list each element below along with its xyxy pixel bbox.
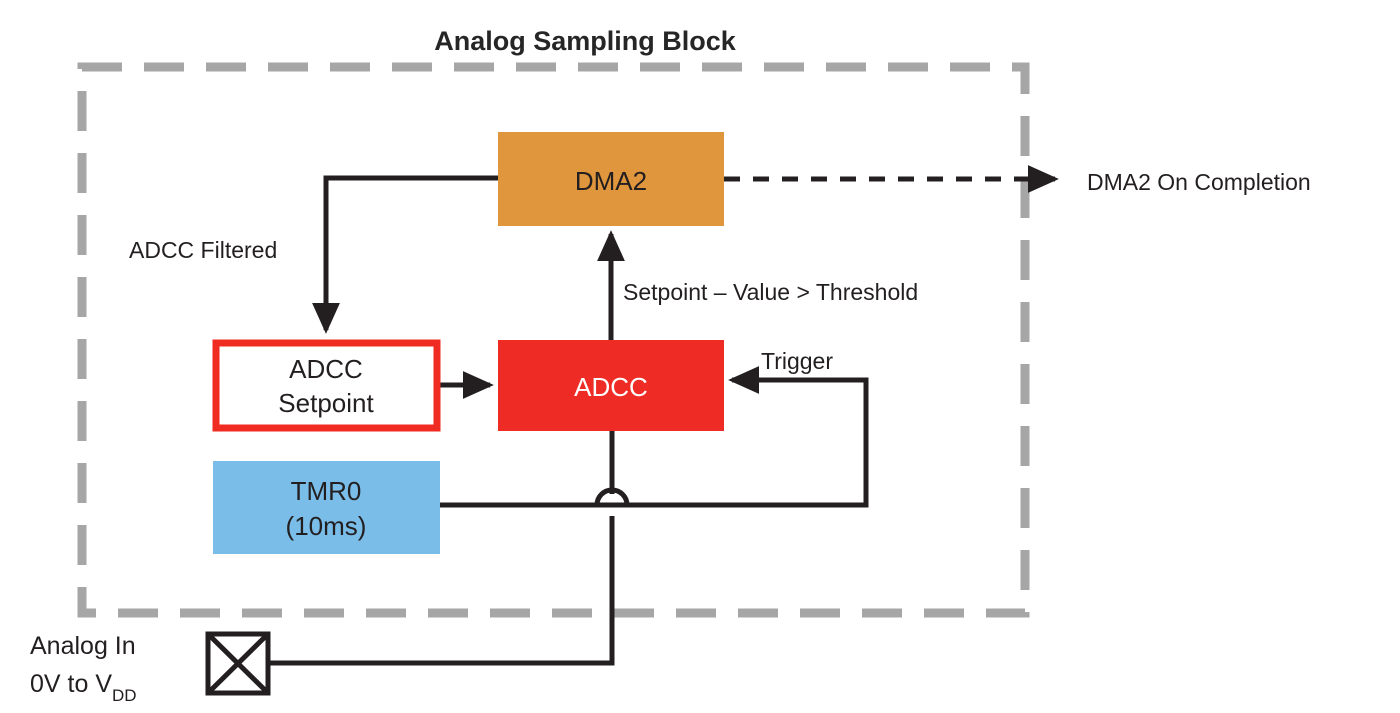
label-setpoint-threshold: Setpoint – Value > Threshold	[623, 279, 918, 305]
label-dma2-on-completion: DMA2 On Completion	[1087, 169, 1311, 195]
analog-in-label-line1: Analog In	[30, 632, 136, 660]
block-adcc-rect	[498, 340, 724, 431]
block-adcc-setpoint-label-line1: ADCC	[289, 354, 363, 384]
block-tmr0[interactable]: TMR0 (10ms)	[213, 461, 440, 554]
block-dma2[interactable]: DMA2	[498, 132, 724, 226]
block-adcc-setpoint-rect	[212, 339, 441, 432]
page-title: Analog Sampling Block	[434, 26, 737, 56]
block-tmr0-label-line2: (10ms)	[286, 511, 367, 541]
analog-in-voltage-subscript: DD	[112, 686, 137, 705]
block-adcc-setpoint[interactable]: ADCC Setpoint	[212, 339, 441, 432]
block-adcc-setpoint-label-line2: Setpoint	[278, 388, 374, 418]
analog-sampling-block-boundary	[77, 62, 1030, 618]
block-adcc-label: ADCC	[574, 372, 648, 402]
wire-analog-in-to-adcc	[268, 431, 615, 666]
wire-dma2-to-setpoint	[312, 175, 498, 334]
label-adcc-filtered: ADCC Filtered	[129, 237, 277, 263]
block-tmr0-label-line1: TMR0	[291, 476, 362, 506]
block-dma2-rect	[498, 132, 724, 226]
analog-in-pad-icon	[205, 631, 271, 696]
wire-tmr0-trigger-to-adcc	[440, 366, 869, 508]
analog-in-pad-cross	[206, 632, 270, 695]
analog-in-label-line2: 0V to VDD	[30, 670, 137, 705]
block-tmr0-rect	[213, 461, 440, 554]
analog-in-voltage-text: 0V to V	[30, 670, 112, 698]
block-dma2-label: DMA2	[575, 166, 647, 196]
wire-hop-jumper	[594, 487, 630, 506]
label-trigger: Trigger	[761, 348, 833, 374]
block-adcc[interactable]: ADCC	[498, 340, 724, 431]
